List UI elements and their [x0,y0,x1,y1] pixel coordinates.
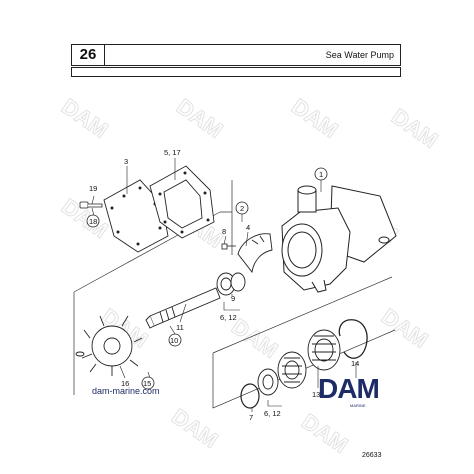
screw [79,201,103,209]
callout-13: 13 [312,390,320,399]
callout-1: 1 [319,170,323,179]
dam-marine-logo: DAM MARINE [318,373,388,409]
callout-2-circle [235,201,249,215]
watermark-text: DAM [172,94,227,143]
pump-housing [281,185,397,293]
shaft [145,287,221,329]
callout-8: 8 [222,227,226,236]
callout-3: 3 [124,157,128,166]
callout-11: 11 [176,323,184,332]
callout-2: 2 [240,204,244,213]
logo-subtext: MARINE [350,403,366,408]
watermark-text: DAM [387,104,442,153]
seal-lower [257,368,279,396]
page-title: Sea Water Pump [325,50,394,60]
callout-15-circle [141,376,155,390]
callout-6-12-upper: 6, 12 [220,313,237,322]
watermark-text: DAM [377,304,432,353]
callout-10-circle [168,333,182,347]
gasket [149,165,215,239]
website-text: dam-marine.com [92,386,160,396]
callout-18-circle [86,214,100,228]
small-screw [221,243,236,250]
callout-9: 9 [231,294,235,303]
callout-10: 10 [170,336,178,345]
callout-15: 15 [143,379,151,388]
circlip-small [240,383,260,409]
watermark-text: DAM [287,94,342,143]
header-subbar [71,67,401,77]
leader-lines [91,158,357,412]
callout-1-circle [314,167,328,181]
callout-19: 19 [89,184,97,193]
cover-plate [103,179,169,253]
impeller [75,315,143,376]
cam [237,233,273,274]
callout-4: 4 [246,223,250,232]
callout-7: 7 [249,413,253,422]
callout-6-12-lower: 6, 12 [264,409,281,418]
callout-18: 18 [89,217,97,226]
group-number: 26 [72,45,105,65]
callout-labels: 3 5, 17 19 18 1 2 4 8 9 6, 12 11 10 16 1… [86,148,359,422]
watermark-text: DAM [167,404,222,453]
circlip-large [338,319,368,359]
bearing-set [277,329,341,389]
callout-14: 14 [351,359,359,368]
logo-wordmark: DAM [318,373,380,404]
header-box: 26 Sea Water Pump [71,44,401,66]
watermark-text: DAM [297,409,352,458]
callout-16: 16 [121,379,129,388]
drawing-number: 26633 [362,452,382,459]
watermark-text: DAM [57,94,112,143]
seal-ring [216,272,246,296]
callout-5-17: 5, 17 [164,148,181,157]
